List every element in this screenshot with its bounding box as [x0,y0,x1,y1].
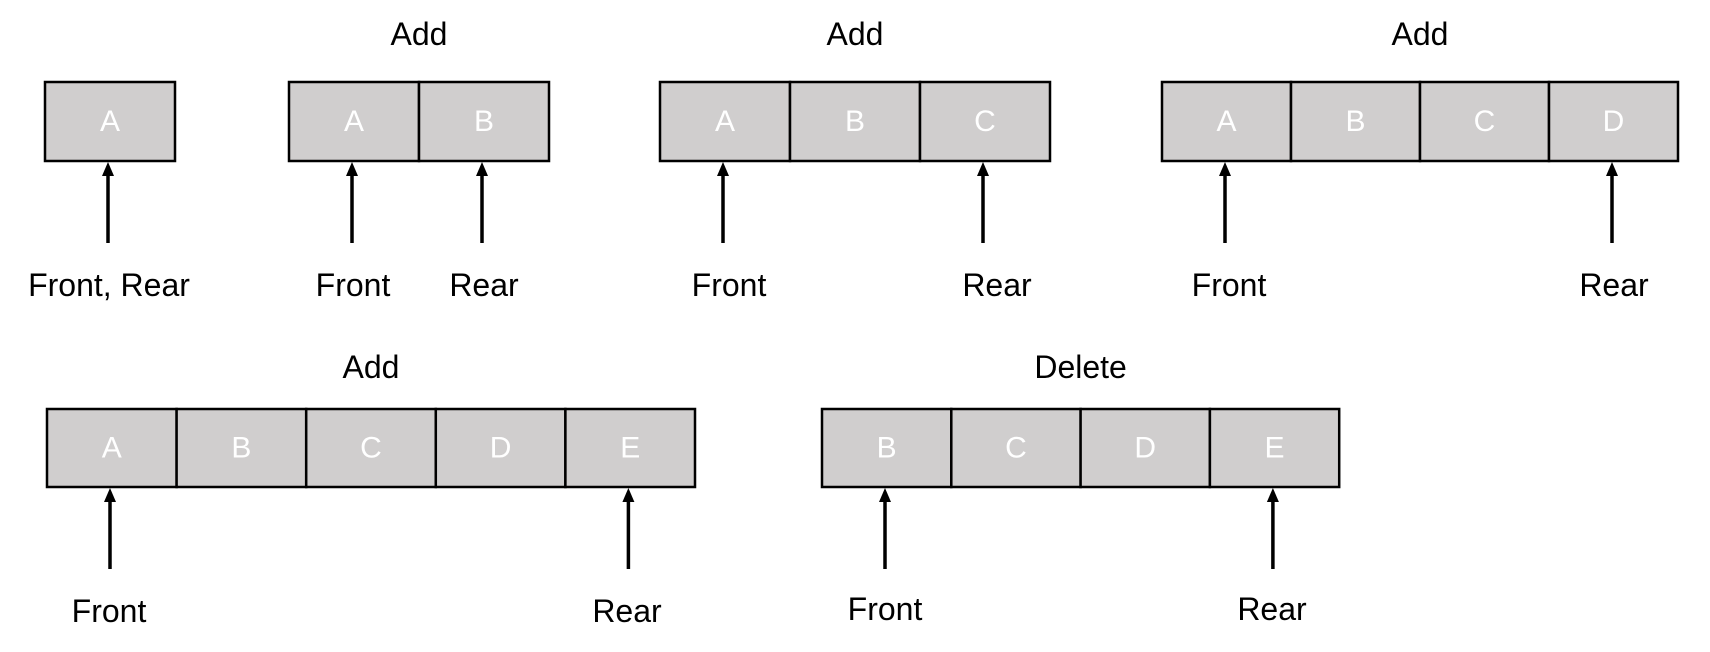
queue-cell [1418,80,1551,163]
queue-cell-label: C [360,432,382,465]
pointer-label: Front [692,267,767,303]
queue-cell [820,407,953,489]
arrow-head-icon [977,162,989,176]
queue-cell [417,80,551,163]
pointer-label: Rear [1579,267,1649,303]
pointer-label: Front, Rear [28,267,190,303]
queue-cell-label: A [1216,105,1236,138]
pointer-label: Front [72,593,147,629]
arrow-head-icon [622,488,635,502]
pointer-label: Front [316,267,391,303]
arrow-head-icon [346,162,358,176]
queue-cell-label: A [100,105,120,138]
queue-cell-label: B [877,432,897,465]
queue-cell-label: C [974,105,996,138]
operation-label: Add [391,16,448,52]
queue-cell-label: C [1005,432,1027,465]
operation-label: Add [343,349,400,385]
arrow-head-icon [476,162,488,176]
queue-cell [434,407,567,489]
queue-cell-label: E [620,432,640,465]
arrow-head-icon [717,162,729,176]
queue-cell [1547,80,1680,163]
queue-cell-label: A [102,432,122,465]
queue-cell [1208,407,1341,489]
queue-cell-label: A [344,105,364,138]
operation-label: Add [1392,16,1449,52]
queue-cell-label: B [1345,105,1365,138]
queue-cell [43,80,177,163]
arrow-head-icon [1219,162,1231,176]
pointer-label: Front [1192,267,1267,303]
queue-cell [564,407,697,489]
queue-cell [658,80,792,163]
queue-cell-label: B [845,105,865,138]
queue-cell-label: A [715,105,735,138]
queue-cell-label: D [1603,105,1625,138]
queue-cell [1079,407,1212,489]
queue-cell-label: D [1134,432,1156,465]
arrow-head-icon [1266,488,1279,502]
operation-label: Add [827,16,884,52]
queue-cell [287,80,421,163]
pointer-label: Rear [592,593,662,629]
queue-cell [1160,80,1293,163]
queue-cell-label: D [490,432,512,465]
queue-cell-label: B [231,432,251,465]
arrow-head-icon [104,488,116,502]
arrow-head-icon [102,162,114,176]
queue-cell-label: C [1474,105,1496,138]
operation-label: Delete [1034,349,1127,385]
pointer-label: Rear [449,267,519,303]
pointer-label: Rear [1237,591,1307,627]
arrow-head-icon [1606,162,1618,176]
queue-cell [45,407,178,489]
queue-cell [304,407,438,489]
queue-cell-label: E [1265,432,1285,465]
arrow-head-icon [879,488,891,502]
queue-cell [788,80,922,163]
queue-cell [918,80,1052,163]
queue-cell [950,407,1082,489]
pointer-label: Rear [962,267,1032,303]
queue-cell-label: B [474,105,494,138]
queue-stage-1: A Front, Rear [28,80,190,303]
pointer-label: Front [848,591,923,627]
